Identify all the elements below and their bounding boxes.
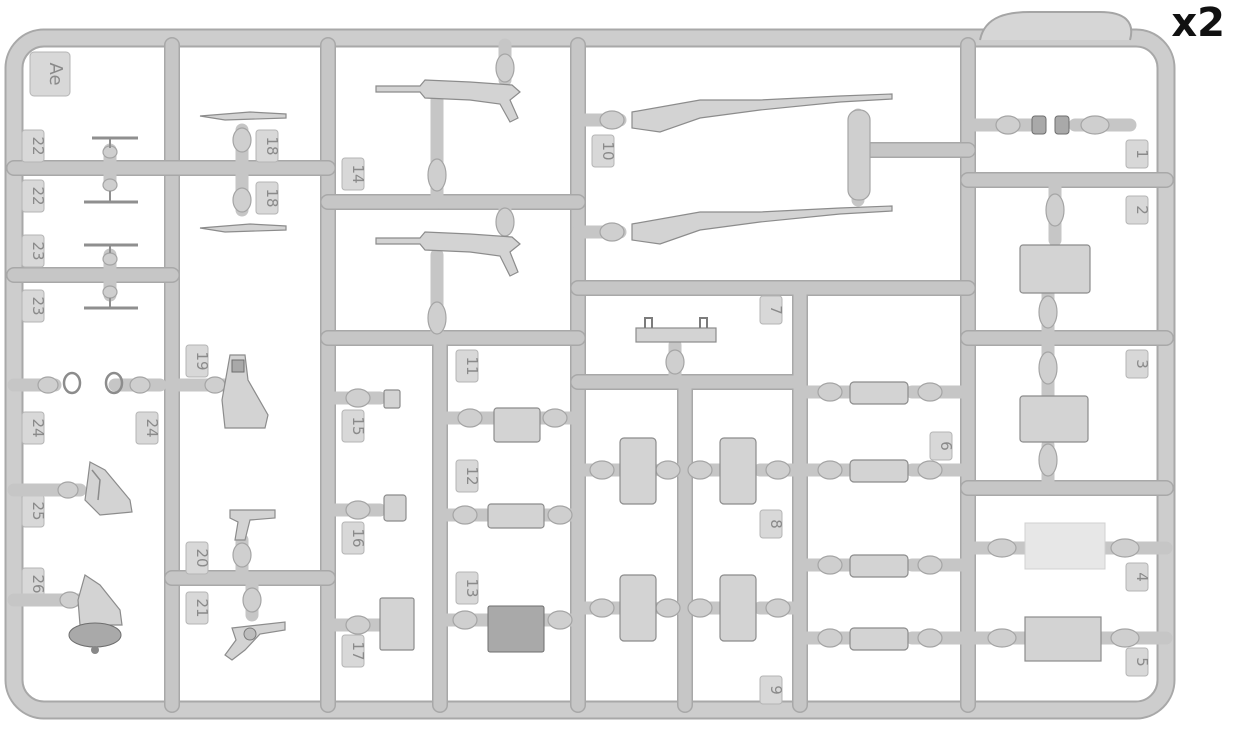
part-number-8: 8	[767, 519, 785, 529]
part-number-7: 7	[767, 305, 785, 315]
part-5	[961, 616, 1173, 662]
part-number-9: 9	[767, 685, 785, 695]
part-number-24: 24	[29, 418, 47, 437]
part-6-ammo-pouches	[793, 381, 975, 651]
part-22-23-pins	[84, 136, 138, 310]
part-number-tags: 22 22 23 23 24 24 25 26 18 18 19 20 21 1…	[21, 129, 1151, 705]
tag-6: 6	[929, 431, 955, 461]
tag-14: 14	[341, 157, 367, 191]
tag-9: 9	[759, 675, 785, 705]
tag-11: 11	[455, 349, 481, 383]
part-number-22: 22	[29, 136, 47, 155]
part-number-2: 2	[1133, 205, 1151, 215]
tag-18a: 18	[255, 129, 281, 163]
part-number-15: 15	[349, 416, 367, 435]
tag-24a: 24	[21, 411, 47, 445]
tag-10: 10	[591, 134, 617, 168]
part-15-16-17	[321, 388, 415, 651]
tag-4: 4	[1125, 562, 1151, 592]
part-number-11: 11	[463, 356, 481, 375]
part-1-binoculars	[961, 115, 1137, 135]
part-number-10: 10	[599, 141, 617, 160]
part-number-18: 18	[263, 188, 281, 207]
sprue-tab	[979, 11, 1133, 41]
part-2	[1019, 173, 1091, 345]
tag-26: 26	[21, 567, 47, 601]
part-18-bayonets	[199, 111, 287, 233]
sprue-frame	[4, 11, 1176, 720]
tag-16: 16	[341, 521, 367, 555]
tag-24b: 24	[135, 411, 161, 445]
part-7	[635, 317, 717, 389]
part-number-23: 23	[29, 241, 47, 260]
tag-17: 17	[341, 634, 367, 668]
part-number-13: 13	[463, 578, 481, 597]
part-number-17: 17	[349, 641, 367, 660]
part-20-pistol	[229, 509, 276, 585]
part-number-18: 18	[263, 136, 281, 155]
tag-3: 3	[1125, 349, 1151, 379]
tag-5: 5	[1125, 647, 1151, 677]
tag-13: 13	[455, 571, 481, 605]
part-24-rings	[7, 371, 167, 395]
part-21-revolver	[224, 571, 286, 661]
tag-18b: 18	[255, 181, 281, 215]
tag-22b: 22	[21, 179, 47, 213]
part-number-14: 14	[349, 164, 367, 183]
part-number-3: 3	[1133, 359, 1151, 369]
part-number-4: 4	[1133, 572, 1151, 582]
tag-20: 20	[185, 541, 211, 575]
part-10-rifles	[571, 93, 975, 245]
part-number-12: 12	[463, 466, 481, 485]
tag-23b: 23	[21, 289, 47, 323]
sprue-code: Ae	[45, 62, 66, 85]
part-number-1: 1	[1133, 149, 1151, 159]
tag-7: 7	[759, 295, 785, 325]
tag-8: 8	[759, 509, 785, 539]
part-number-24: 24	[143, 418, 161, 437]
part-number-16: 16	[349, 528, 367, 547]
part-number-23: 23	[29, 296, 47, 315]
tag-22a: 22	[21, 129, 47, 163]
part-19	[165, 354, 269, 429]
sprue-multiplier: x2	[1171, 0, 1225, 46]
tag-19: 19	[185, 344, 211, 378]
part-9-pouches	[571, 574, 807, 642]
part-26	[7, 574, 123, 654]
tag-12: 12	[455, 459, 481, 493]
part-4	[961, 522, 1173, 570]
part-number-22: 22	[29, 186, 47, 205]
part-number-21: 21	[193, 598, 211, 617]
part-number-5: 5	[1133, 657, 1151, 667]
part-3	[1019, 331, 1089, 495]
part-25-holster	[7, 461, 133, 516]
part-number-26: 26	[29, 574, 47, 593]
part-8-pouches	[571, 437, 807, 505]
part-number-19: 19	[193, 351, 211, 370]
part-number-20: 20	[193, 548, 211, 567]
tag-2: 2	[1125, 195, 1151, 225]
part-number-25: 25	[29, 501, 47, 520]
tag-1: 1	[1125, 139, 1151, 169]
tag-21: 21	[185, 591, 211, 625]
part-number-6: 6	[937, 441, 955, 451]
sprue-code-tag: Ae	[29, 51, 71, 97]
part-11-12-13	[433, 407, 585, 653]
part-14-machine-gun	[375, 38, 521, 209]
tag-23a: 23	[21, 234, 47, 268]
tag-15: 15	[341, 409, 367, 443]
tag-25: 25	[21, 494, 47, 528]
part-14b-machine-gun	[375, 195, 521, 345]
